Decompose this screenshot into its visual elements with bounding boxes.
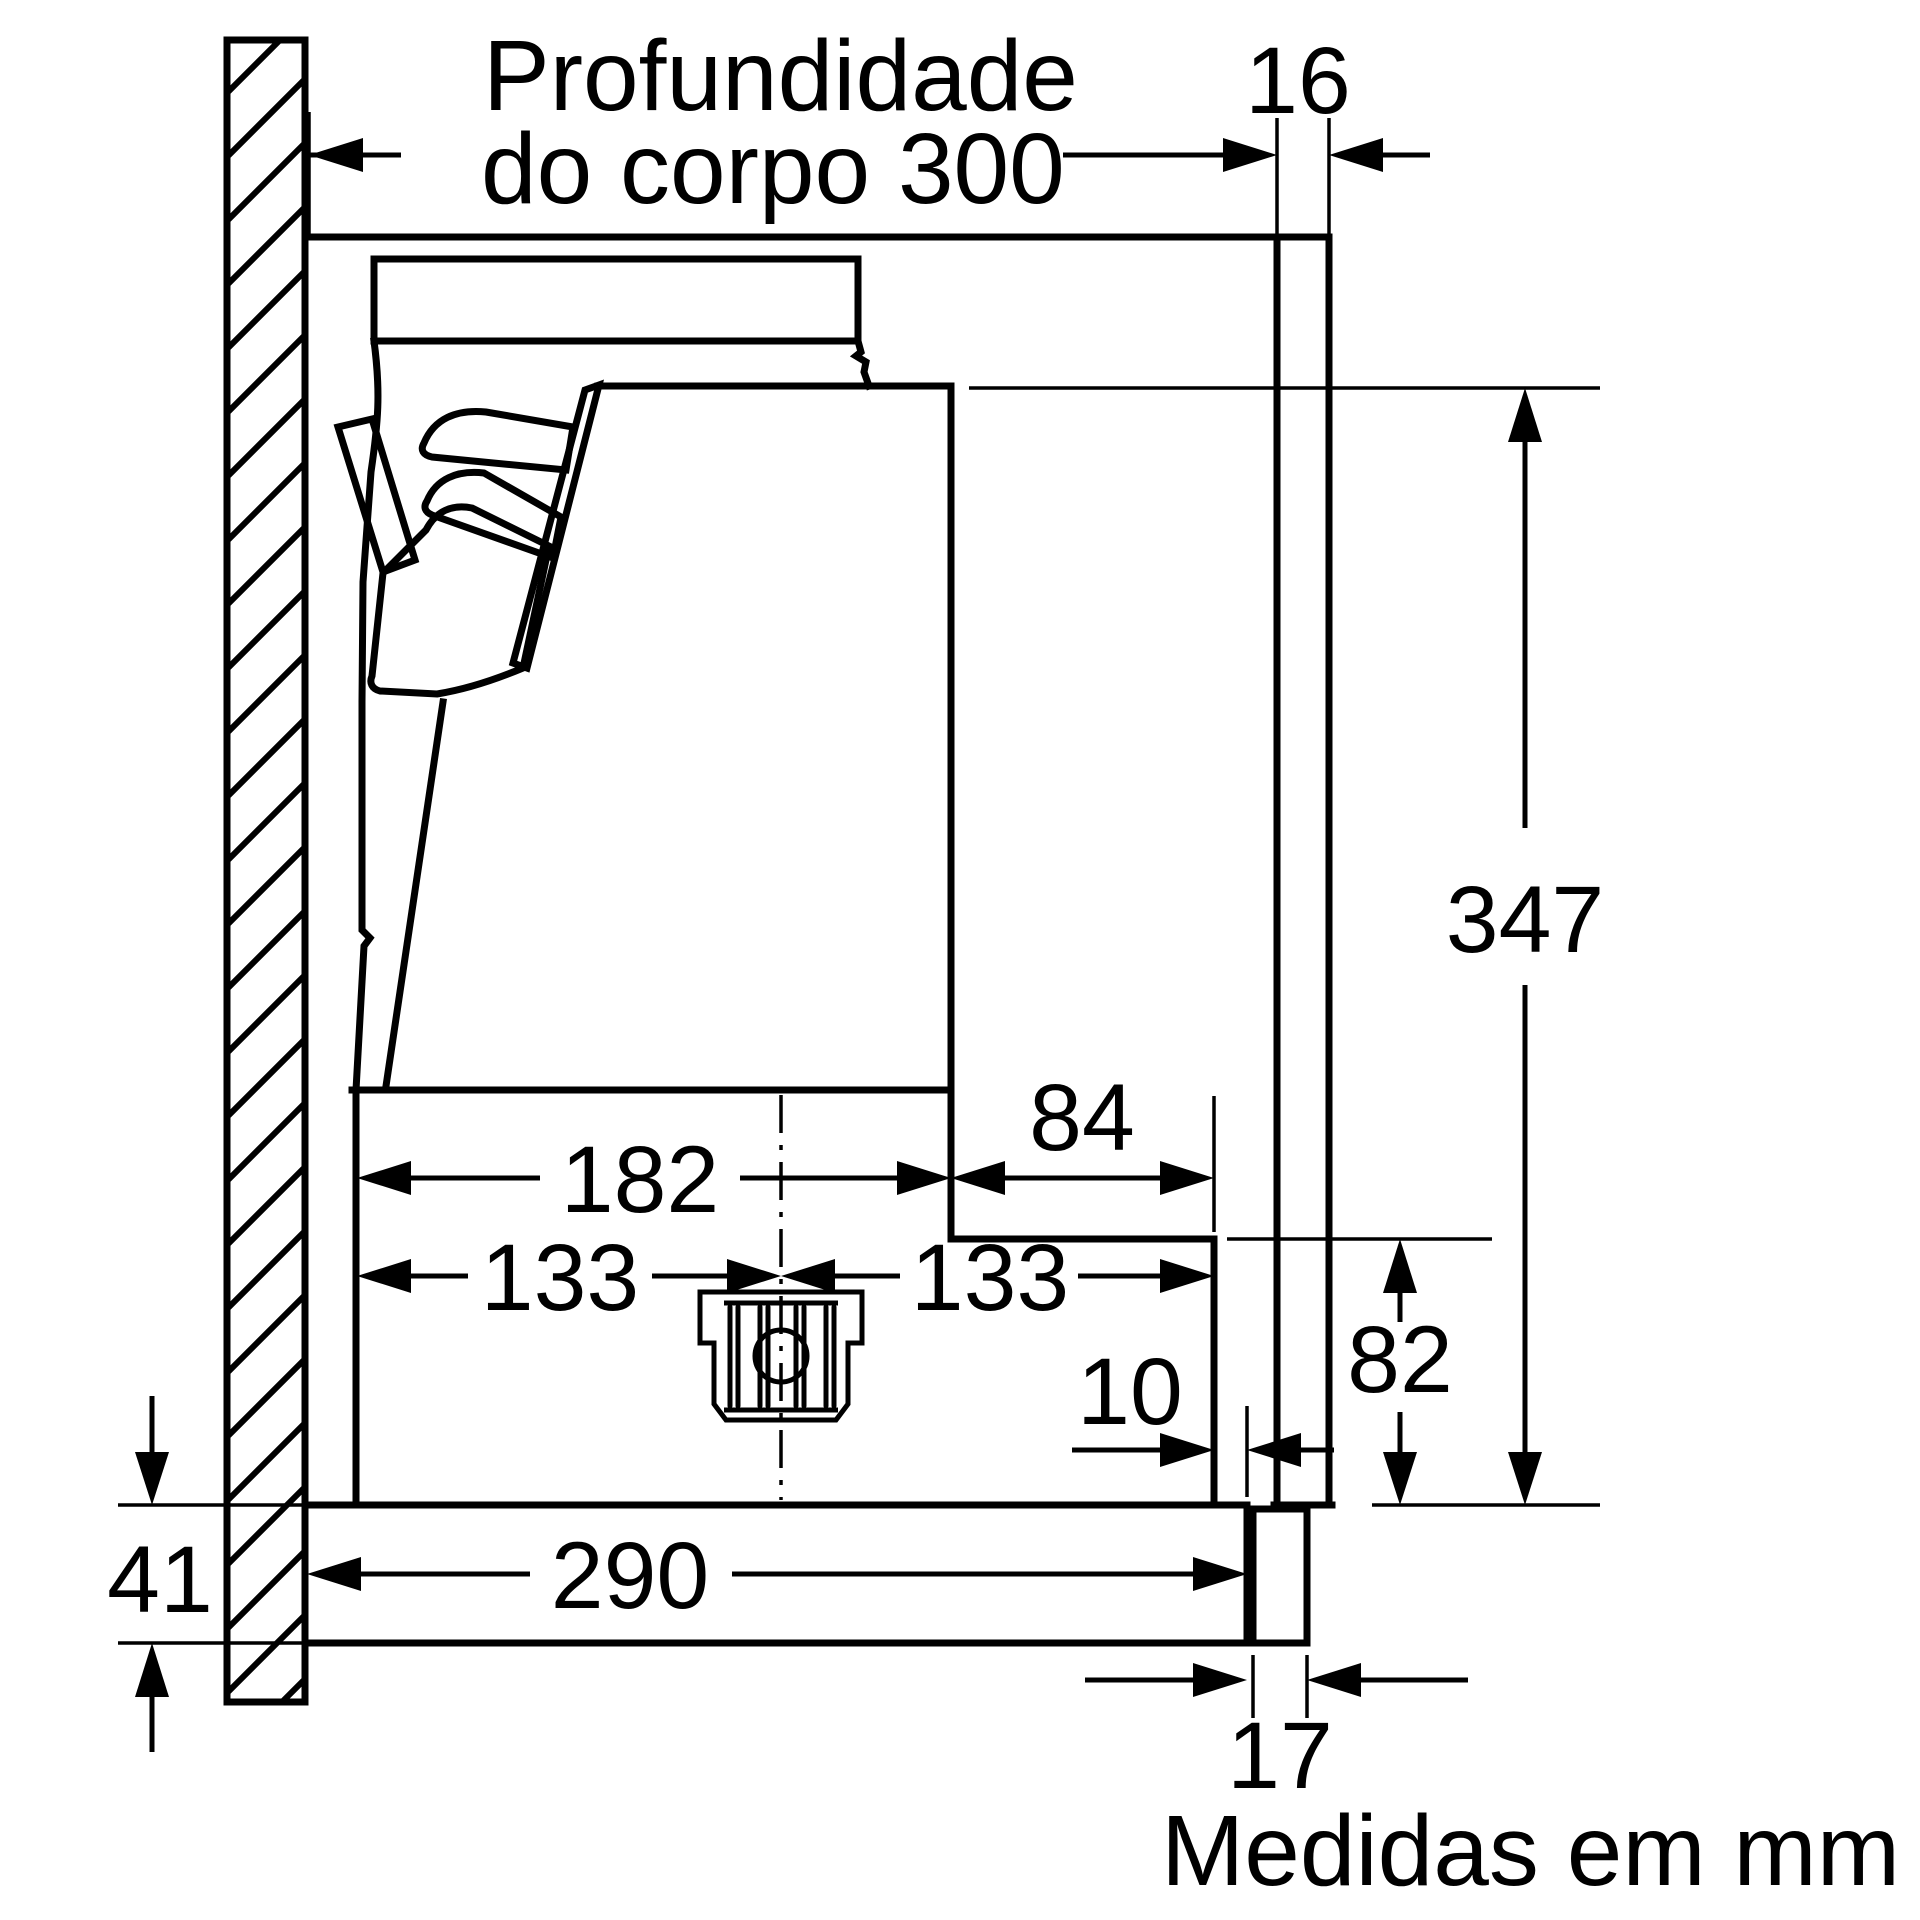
dim-41-down-arrowhead — [135, 1452, 169, 1505]
dim-133r-right-arrowhead — [1160, 1259, 1214, 1293]
dim-182-left-arrowhead — [357, 1161, 411, 1195]
dim-41-label: 41 — [107, 1527, 213, 1633]
dim-300-left-arrowhead — [309, 138, 363, 172]
dim-82-label: 82 — [1347, 1307, 1453, 1413]
dim-17-left-arrowhead — [1307, 1663, 1361, 1697]
dim-total-height-347: 347 — [1446, 388, 1605, 1505]
dim-82-up-arrowhead — [1383, 1239, 1417, 1293]
filter-flap-bottom — [367, 503, 553, 698]
dim-182-right-arrowhead — [897, 1161, 951, 1195]
body-slant-edge — [382, 698, 447, 1090]
dim-16-label: 16 — [1245, 28, 1351, 134]
dim-shelf-thickness-41: 41 — [107, 1396, 213, 1752]
wall-hatch — [227, 40, 305, 1702]
cabinet — [301, 233, 1336, 1509]
dim-133r-label: 133 — [911, 1225, 1070, 1331]
dim-290-right-arrowhead — [1193, 1557, 1247, 1591]
dim-step-depth-84: 84 — [951, 1065, 1214, 1195]
dim-panel-16: 16 — [1245, 28, 1430, 172]
title-line2: do corpo 300 — [481, 113, 1065, 225]
dim-upper-depth-182: 182 — [357, 1127, 951, 1233]
dim-84-right-arrowhead — [1160, 1161, 1214, 1195]
dim-82-down-arrowhead — [1383, 1452, 1417, 1505]
extension-lines — [118, 112, 1600, 1718]
dim-347-up-arrowhead — [1508, 388, 1542, 442]
duct-damper — [697, 1095, 865, 1500]
filter-flap-top — [418, 407, 578, 474]
dim-17-label: 17 — [1227, 1703, 1333, 1809]
dim-300-right-arrowhead — [1223, 138, 1277, 172]
rear-flap-strip — [333, 414, 420, 577]
dim-133r-left-arrowhead — [781, 1259, 835, 1293]
dim-10-right-arrowhead — [1160, 1433, 1214, 1467]
dim-10-label: 10 — [1077, 1339, 1183, 1445]
dim-84-left-arrowhead — [951, 1161, 1005, 1195]
title-line1: Profundidade — [483, 20, 1078, 132]
dim-347-down-arrowhead — [1508, 1452, 1542, 1505]
dim-center-left-133: 133 — [357, 1225, 781, 1331]
dim-290-label: 290 — [551, 1523, 710, 1629]
housing-notch — [849, 336, 874, 391]
dim-shelf-depth-290: 290 — [307, 1523, 1247, 1629]
dim-41-up-arrowhead — [135, 1643, 169, 1697]
dim-front-gap-10: 10 — [1072, 1339, 1334, 1467]
dim-182-label: 182 — [561, 1127, 720, 1233]
dim-133l-right-arrowhead — [727, 1259, 781, 1293]
footer-units-note: Medidas em mm — [1161, 1795, 1900, 1907]
wall-section — [223, 36, 309, 1706]
hood-body — [333, 255, 1218, 1509]
front-strip-block — [1249, 1505, 1311, 1647]
filter-flap-middle — [421, 468, 565, 563]
dim-17-right-arrowhead — [1193, 1663, 1247, 1697]
dim-10-left-arrowhead — [1247, 1433, 1301, 1467]
damper-rails — [727, 1304, 837, 1409]
dim-16-arrowhead — [1329, 138, 1383, 172]
dim-front-strip-17: 17 — [1085, 1663, 1468, 1809]
dim-center-right-133: 133 — [781, 1225, 1214, 1331]
dim-133l-left-arrowhead — [357, 1259, 411, 1293]
flap-carrier-bar — [508, 379, 605, 673]
dim-84-label: 84 — [1029, 1065, 1135, 1171]
damper-bracket — [697, 1289, 865, 1423]
shelf — [301, 1501, 1311, 1647]
mounting-box — [370, 255, 862, 345]
body-back-edge — [352, 337, 382, 1509]
dim-133l-label: 133 — [481, 1225, 640, 1331]
dim-290-left-arrowhead — [307, 1557, 361, 1591]
dim-347-label: 347 — [1446, 867, 1605, 973]
wall-outline — [223, 36, 309, 1706]
dim-body-depth: Profundidade do corpo 300 — [309, 20, 1277, 225]
dim-lower-height-82: 82 — [1347, 1239, 1453, 1505]
